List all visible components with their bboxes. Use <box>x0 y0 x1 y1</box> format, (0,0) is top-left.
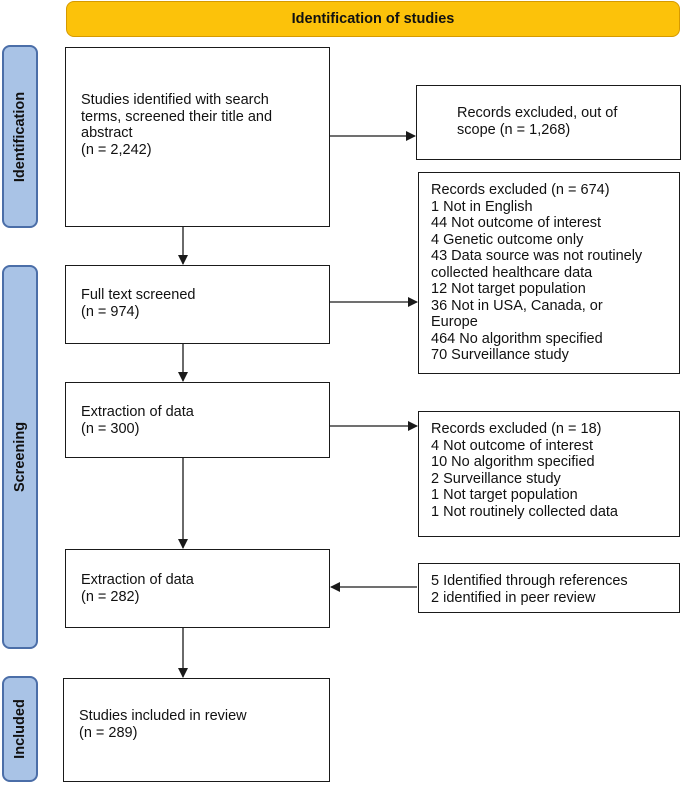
phase-label-screening: Screening <box>2 265 38 649</box>
box-line: 43 Data source was not routinely <box>431 248 643 264</box>
box-line: 1 Not in English <box>431 198 533 215</box>
box-line: terms, screened their title and <box>81 108 273 125</box>
box-line: 2 Surveillance study <box>431 470 561 487</box>
box-line: Full text screened <box>81 287 196 303</box>
phase-label-identification: Identification <box>2 45 38 228</box>
box-line: 4 Genetic outcome only <box>431 231 584 248</box>
box-line: 2 identified in peer review <box>431 589 596 606</box>
box-records-excluded-scope: Records excluded, out of scope (n = 1,26… <box>416 85 681 160</box>
box-line: Records excluded (n = 674) <box>431 182 610 198</box>
header-identification-of-studies: Identification of studies <box>66 1 680 37</box>
box-line: (n = 289) <box>79 724 138 741</box>
box-full-text-screened: Full text screened (n = 974) <box>65 265 330 344</box>
box-line: Europe <box>431 314 478 330</box>
box-studies-identified: Studies identified with search terms, sc… <box>65 47 330 227</box>
box-line: 10 No algorithm specified <box>431 454 595 470</box>
header-title: Identification of studies <box>291 11 455 27</box>
box-line: (n = 974) <box>81 303 140 320</box>
box-studies-included: Studies included in review (n = 289) <box>63 678 330 782</box>
box-line: (n = 282) <box>81 588 140 605</box>
box-extraction-282: Extraction of data (n = 282) <box>65 549 330 628</box>
box-line: abstract <box>81 125 133 141</box>
box-line: 1 Not routinely collected data <box>431 503 618 520</box>
box-line: 70 Surveillance study <box>431 347 569 363</box>
box-extraction-300: Extraction of data (n = 300) <box>65 382 330 458</box>
box-line: (n = 2,242) <box>81 141 152 158</box>
box-additional-records: 5 Identified through references 2 identi… <box>418 563 680 613</box>
box-line: Studies included in review <box>79 708 247 724</box>
phase-label-included: Included <box>2 676 38 782</box>
box-line: Extraction of data <box>81 404 194 420</box>
box-records-excluded-674: Records excluded (n = 674) 1 Not in Engl… <box>418 172 680 374</box>
box-line: (n = 300) <box>81 420 140 437</box>
box-line: Records excluded, out of <box>457 105 618 121</box>
box-records-excluded-18: Records excluded (n = 18) 4 Not outcome … <box>418 411 680 537</box>
box-line: Extraction of data <box>81 572 194 588</box>
box-line: 12 Not target population <box>431 281 586 297</box>
box-line: 36 Not in USA, Canada, or <box>431 297 603 314</box>
box-line: Studies identified with search <box>81 92 269 108</box>
box-line: 44 Not outcome of interest <box>431 215 602 231</box>
box-line: 5 Identified through references <box>431 573 628 589</box>
box-line: Records excluded (n = 18) <box>431 421 602 437</box>
box-line: scope (n = 1,268) <box>457 121 571 138</box>
box-line: 1 Not target population <box>431 487 578 503</box>
box-line: collected healthcare data <box>431 264 593 281</box>
box-line: 4 Not outcome of interest <box>431 437 593 454</box>
box-line: 464 No algorithm specified <box>431 330 603 347</box>
